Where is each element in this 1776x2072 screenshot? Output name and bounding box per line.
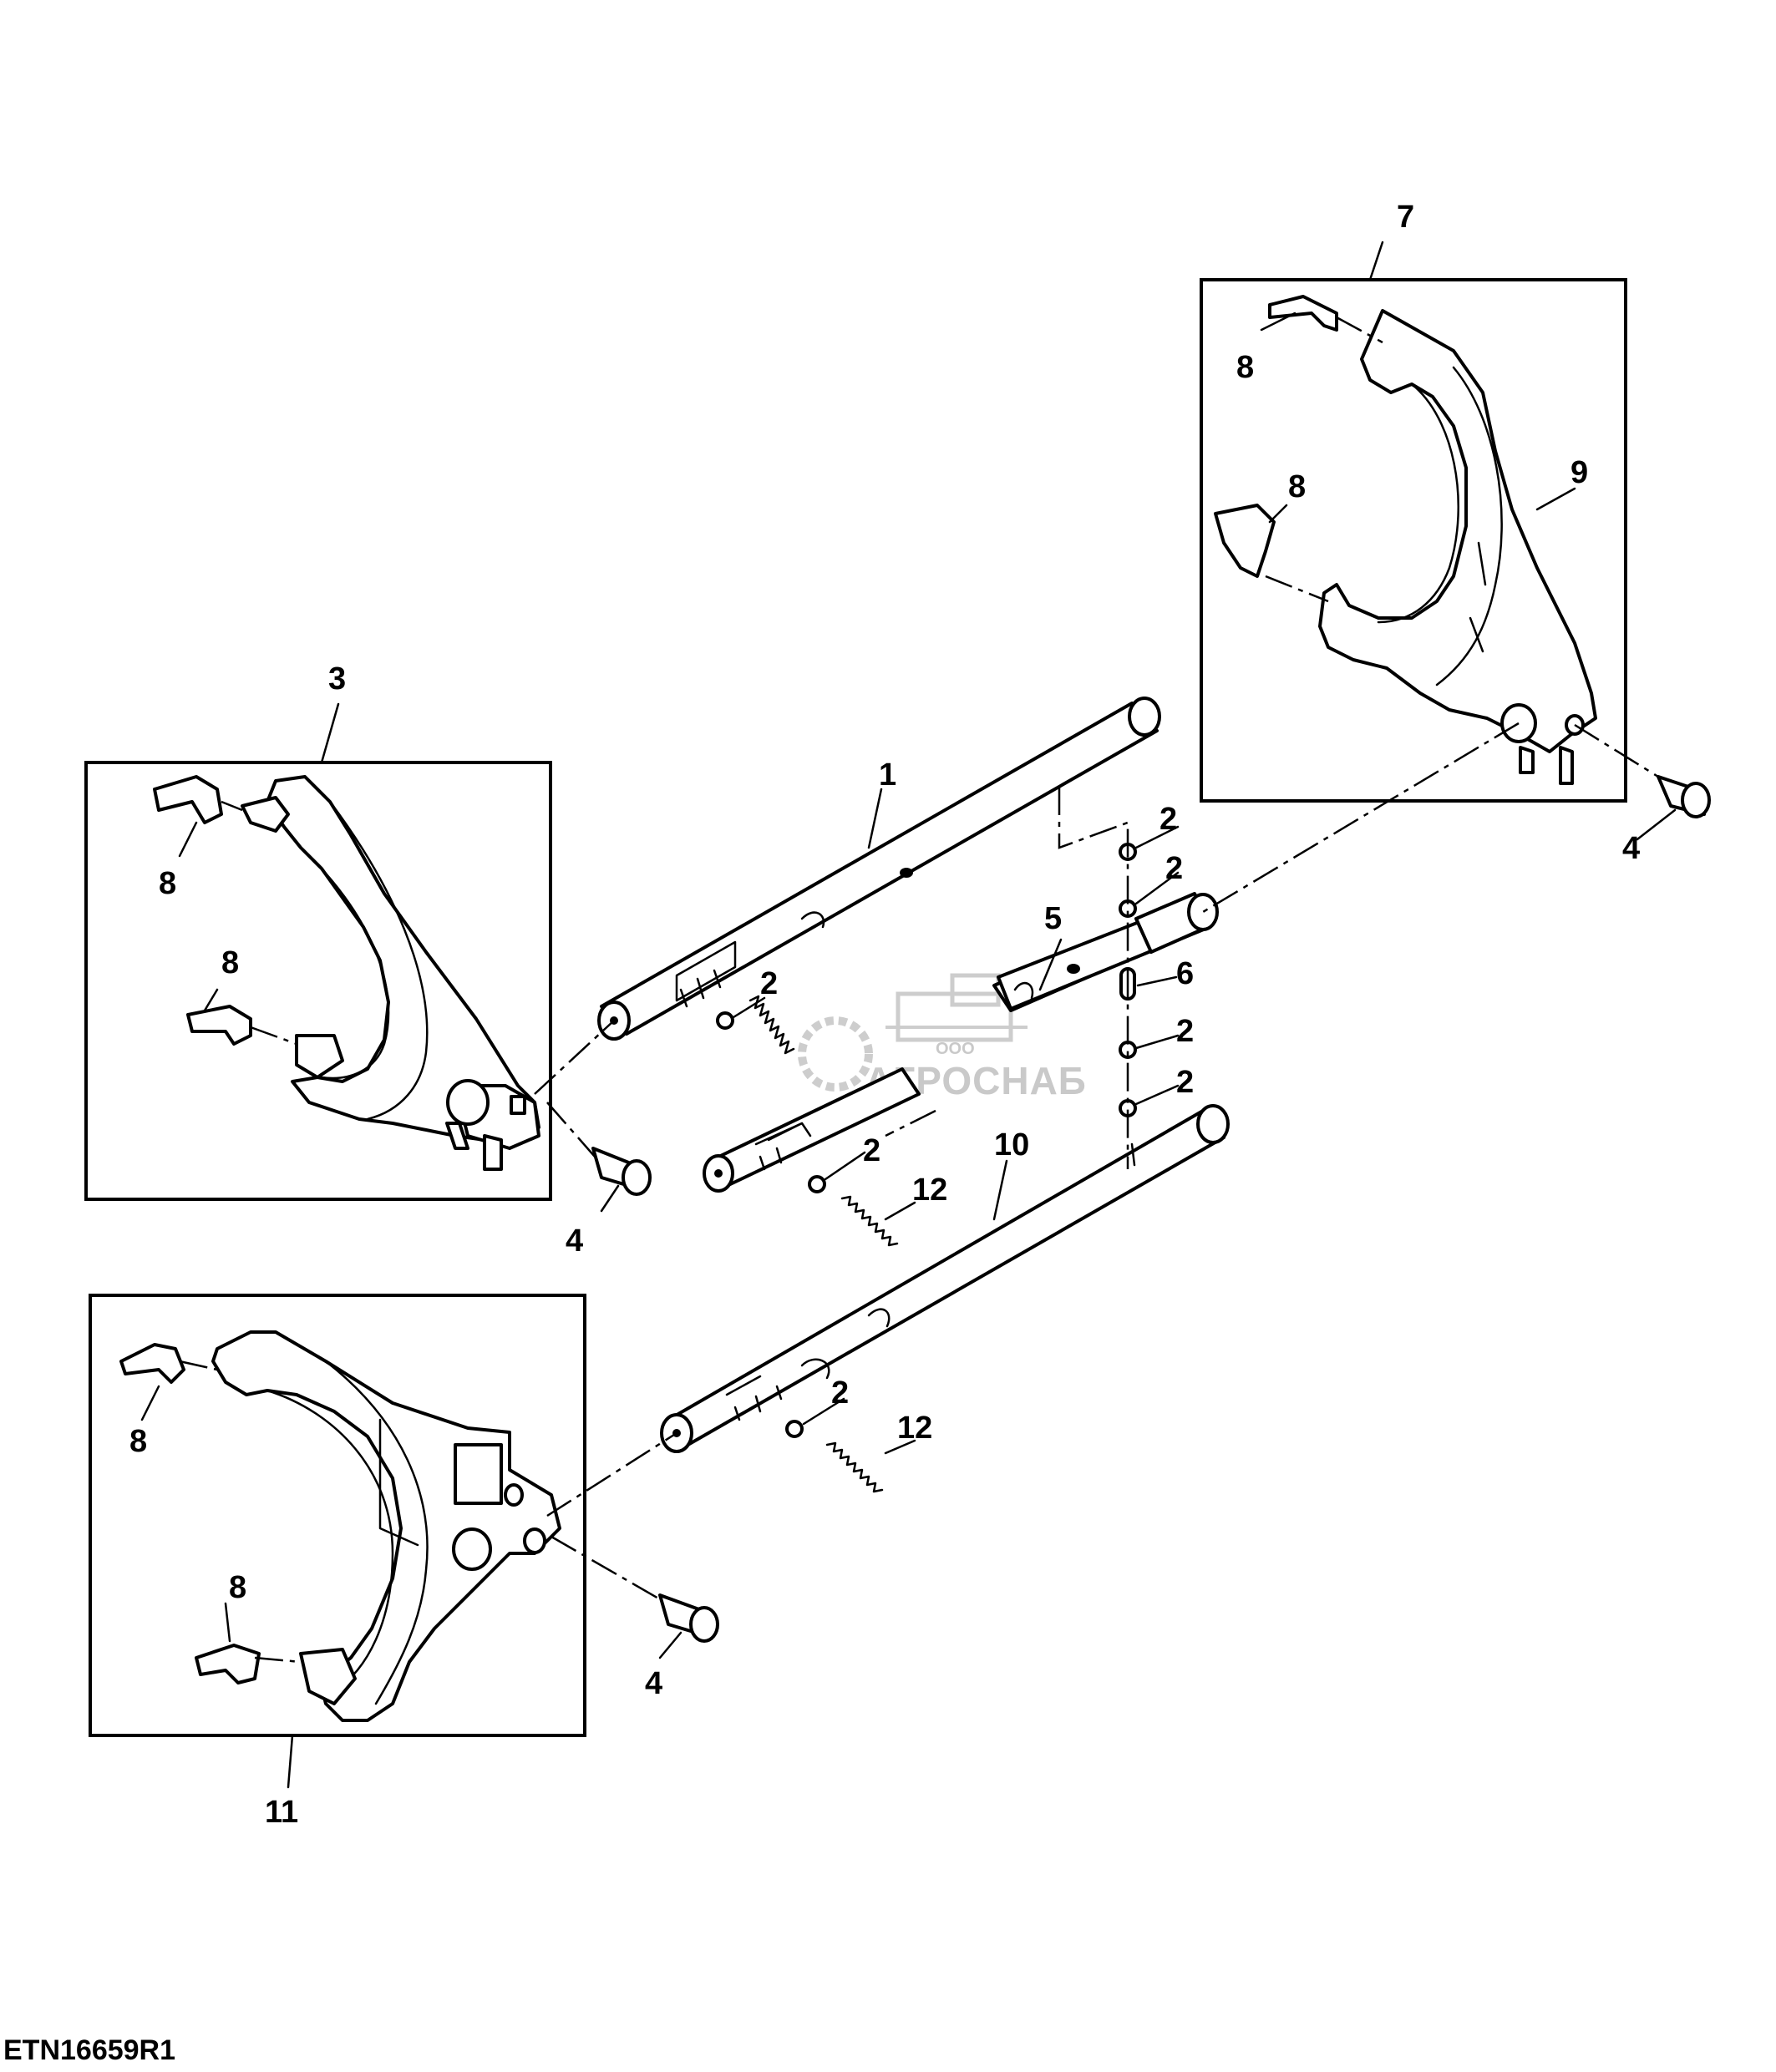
shift-rod-5 — [703, 892, 1219, 1193]
callout-6: 6 — [1176, 956, 1194, 991]
callout-8-f: 8 — [229, 1570, 246, 1605]
callout-2-d: 2 — [1176, 1014, 1194, 1049]
callout-2-e: 2 — [1176, 1065, 1194, 1100]
detent-spring-upper — [748, 995, 795, 1055]
detent-plug-4a — [1657, 775, 1711, 818]
callout-8-a: 8 — [1236, 350, 1254, 385]
callout-4-b: 4 — [566, 1223, 583, 1259]
detent-spring-12a — [840, 1195, 899, 1247]
callout-2-g: 2 — [831, 1375, 849, 1411]
assembly-box-3 — [84, 761, 552, 1201]
shift-fork-11 — [211, 1330, 561, 1722]
callout-8-b: 8 — [1288, 469, 1306, 504]
fork-shoe-8a — [1268, 295, 1338, 332]
detent-ball-2c — [716, 1011, 734, 1030]
callout-4-c: 4 — [645, 1666, 662, 1701]
assembly-box-11 — [89, 1294, 586, 1737]
callout-2-a: 2 — [1159, 802, 1177, 837]
callout-9: 9 — [1570, 455, 1588, 490]
detent-spring-12b — [825, 1441, 884, 1493]
fork-shoe-8e — [119, 1343, 185, 1384]
assembly-box-7 — [1200, 278, 1627, 803]
callout-2-c: 2 — [760, 966, 778, 1001]
callout-3: 3 — [328, 661, 346, 697]
callout-11: 11 — [265, 1795, 298, 1830]
detent-plug-4b — [591, 1147, 652, 1196]
callout-10: 10 — [994, 1127, 1029, 1163]
callout-5: 5 — [1044, 901, 1062, 936]
callout-2-f: 2 — [863, 1133, 880, 1168]
figure-id: ETN16659R1 — [3, 2034, 175, 2066]
callout-12-a: 12 — [912, 1173, 947, 1208]
callout-2-b: 2 — [1165, 851, 1183, 886]
shift-rod-1 — [597, 697, 1161, 1041]
detent-plug-4c — [658, 1593, 719, 1643]
fork-shoe-8c — [153, 775, 223, 824]
shift-fork-3 — [241, 775, 540, 1171]
detent-ball-2g — [785, 1420, 804, 1438]
callout-8-e: 8 — [129, 1424, 147, 1459]
callout-8-d: 8 — [221, 945, 239, 980]
callout-1: 1 — [879, 757, 896, 793]
detent-ball-2f — [808, 1175, 826, 1193]
fork-shoe-8d — [186, 1005, 252, 1046]
fork-shoe-8b — [1214, 504, 1276, 578]
callout-7: 7 — [1397, 200, 1414, 235]
shift-fork-9 — [1318, 309, 1597, 785]
fork-shoe-8f — [195, 1644, 261, 1684]
callout-4-a: 4 — [1622, 831, 1640, 866]
callout-8-c: 8 — [159, 866, 176, 901]
watermark-small-text: ООО — [936, 1040, 975, 1058]
callout-12-b: 12 — [897, 1411, 932, 1446]
